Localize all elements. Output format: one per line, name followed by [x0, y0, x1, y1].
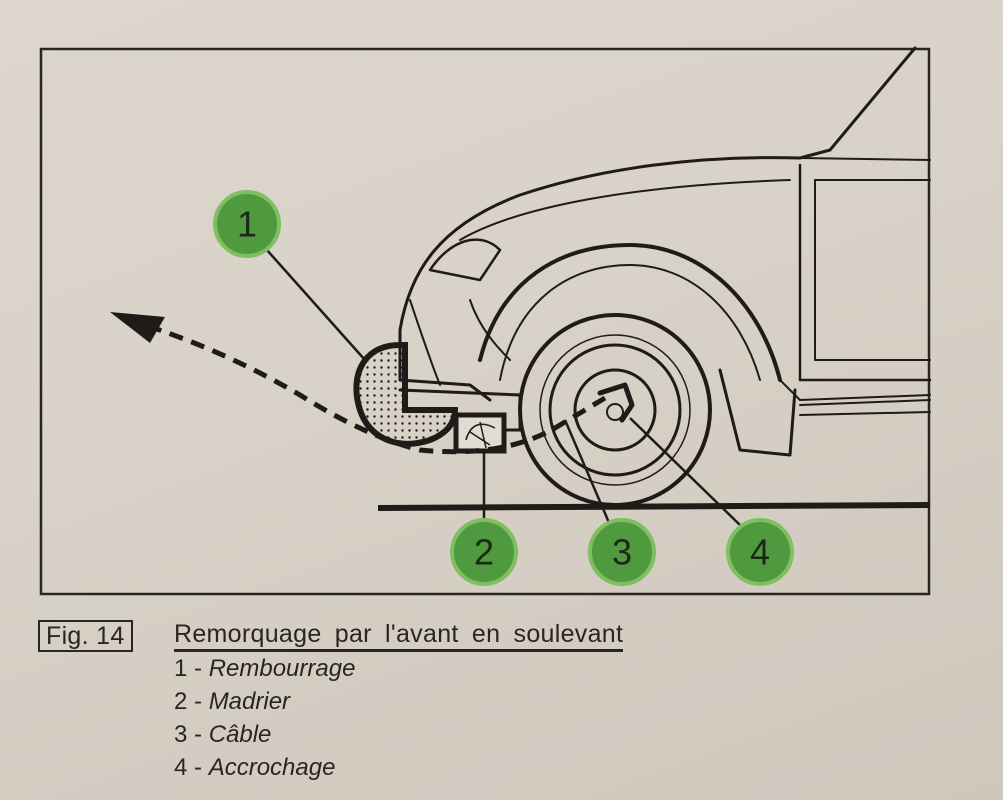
legend-label: Madrier: [208, 688, 291, 715]
svg-text:4: 4: [750, 532, 770, 573]
legend-number: 1: [174, 655, 188, 682]
legend-label: Accrochage: [208, 754, 336, 781]
svg-text:3: 3: [612, 532, 632, 573]
legend-sep: -: [187, 721, 209, 748]
figure-number: Fig. 14: [38, 620, 133, 652]
legend-label: Câble: [208, 721, 272, 748]
legend-item: 3 - Câble: [174, 720, 271, 750]
legend-number: 3: [174, 721, 188, 748]
svg-text:1: 1: [237, 204, 257, 245]
plank-madrier: [453, 412, 507, 454]
leader-lines: [257, 239, 741, 530]
tow-direction-arrow: [144, 322, 607, 455]
legend-sep: -: [187, 688, 209, 715]
legend-number: 4: [174, 754, 188, 781]
callout-4: 4: [726, 518, 794, 586]
padding-rembourrage: [353, 342, 459, 447]
legend-item: 1 - Rembourrage: [174, 654, 355, 684]
callout-2: 2: [450, 518, 518, 586]
figure-title: Remorquage par l'avant en soulevant: [174, 619, 624, 652]
legend-sep: -: [187, 754, 209, 781]
arrowhead-icon: [110, 312, 165, 343]
legend-item: 4 - Accrochage: [174, 753, 335, 783]
callout-1: 1: [213, 190, 281, 258]
legend-label: Rembourrage: [208, 655, 356, 682]
callout-3: 3: [588, 518, 656, 586]
legend-item: 2 - Madrier: [174, 687, 290, 717]
legend-number: 2: [174, 688, 188, 715]
ground-line: [377, 502, 931, 511]
car-drawing: [398, 46, 932, 507]
figure-frame: [39, 47, 931, 596]
svg-text:2: 2: [474, 532, 494, 573]
legend-sep: -: [187, 655, 209, 682]
